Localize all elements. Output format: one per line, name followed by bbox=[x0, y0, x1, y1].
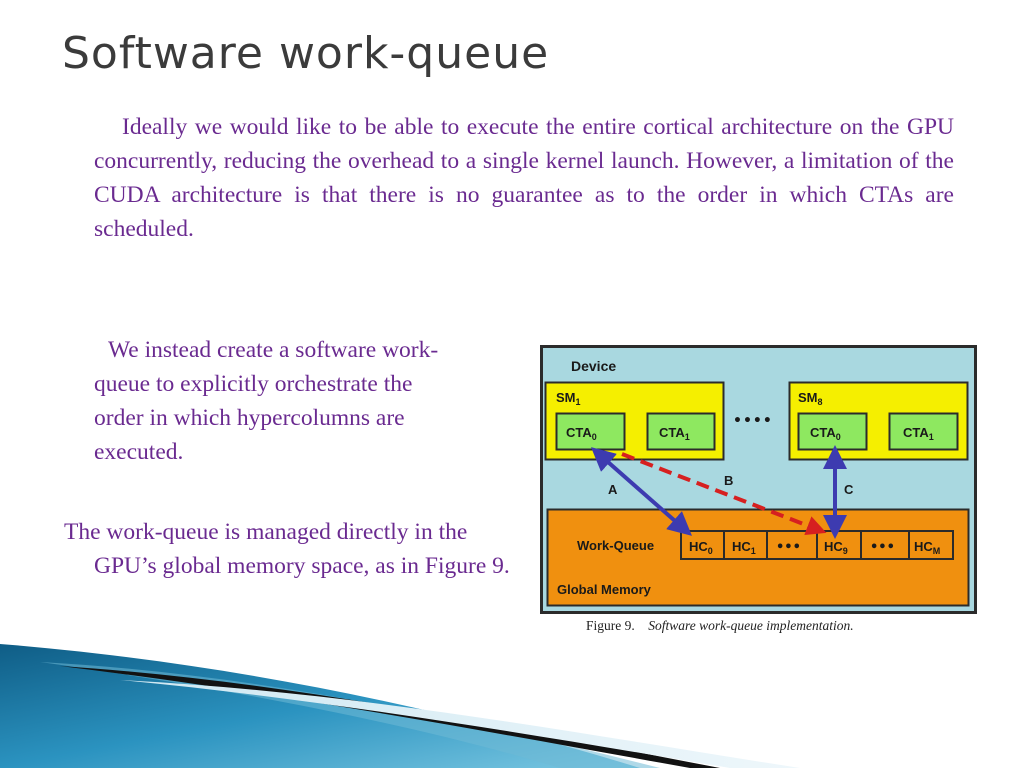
arrow-b bbox=[621, 452, 827, 536]
paragraph-workqueue: We instead create a software work-queue … bbox=[94, 337, 439, 465]
figure-caption-text: Software work-queue implementation. bbox=[648, 618, 854, 633]
queue-cell-hcm: HCM bbox=[914, 539, 940, 556]
sm-right-label: SM8 bbox=[798, 390, 823, 407]
queue-cell-hc0: HC0 bbox=[689, 539, 713, 556]
arrow-c-label: C bbox=[844, 482, 854, 497]
queue-cells: HC0 HC1 ••• HC9 ••• HCM bbox=[680, 530, 954, 560]
cta-box bbox=[888, 412, 959, 451]
sm-ellipsis: •••• bbox=[733, 413, 773, 429]
queue-cell-ellipsis: ••• bbox=[776, 540, 801, 555]
arrow-a bbox=[590, 447, 693, 536]
figure-caption-number: Figure 9. bbox=[586, 618, 635, 633]
queue-cell-hc9: HC9 bbox=[824, 539, 848, 556]
cta-label: CTA1 bbox=[903, 425, 934, 442]
device-label: Device bbox=[571, 358, 616, 374]
arrow-a-label: A bbox=[608, 482, 618, 497]
workqueue-label: Work-Queue bbox=[577, 538, 654, 553]
cta-label: CTA0 bbox=[566, 425, 597, 442]
paragraph-global-memory: The work-queue is managed directly in th… bbox=[64, 519, 510, 579]
cta-box bbox=[797, 412, 868, 451]
global-memory-label: Global Memory bbox=[557, 582, 652, 597]
cta-label: CTA1 bbox=[659, 425, 690, 442]
arrow-b-label: B bbox=[724, 473, 733, 488]
slide-title: Software work-queue bbox=[62, 28, 550, 79]
workqueue-figure: Device SM1 CTA0 CTA1 •••• SM8 CTA0 CTA1 … bbox=[540, 345, 977, 614]
queue-cell-ellipsis: ••• bbox=[870, 540, 895, 555]
cta-box bbox=[555, 412, 626, 451]
queue-cell-hc1: HC1 bbox=[732, 539, 756, 556]
cta-label: CTA0 bbox=[810, 425, 841, 442]
figure-caption: Figure 9. Software work-queue implementa… bbox=[586, 618, 854, 634]
sm-left-label: SM1 bbox=[556, 390, 581, 407]
paragraph-intro: Ideally we would like to be able to exec… bbox=[94, 114, 954, 242]
corner-swoosh-decoration bbox=[0, 644, 800, 768]
